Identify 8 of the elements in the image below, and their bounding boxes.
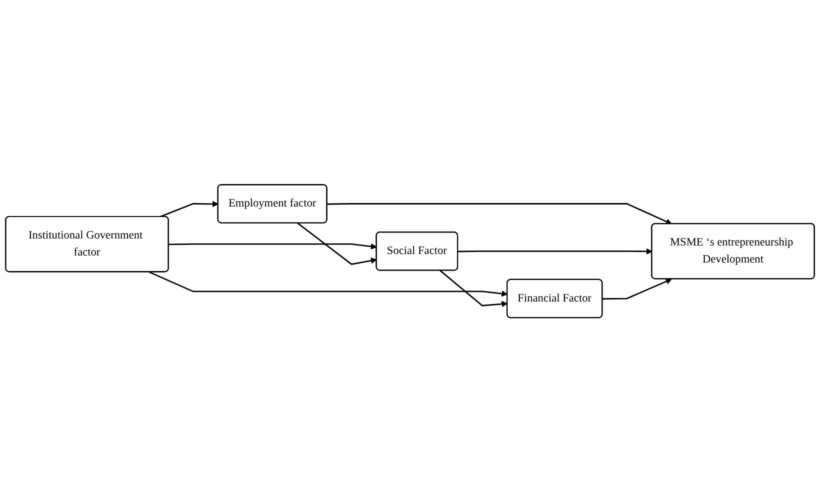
- arrow: [602, 278, 672, 300]
- arrow: [458, 248, 652, 254]
- arrow: [168, 243, 377, 250]
- arrow: [160, 200, 218, 218]
- arrow: [148, 271, 508, 297]
- arrow: [297, 222, 377, 265]
- arrow: [327, 202, 672, 224]
- arrow: [440, 270, 508, 307]
